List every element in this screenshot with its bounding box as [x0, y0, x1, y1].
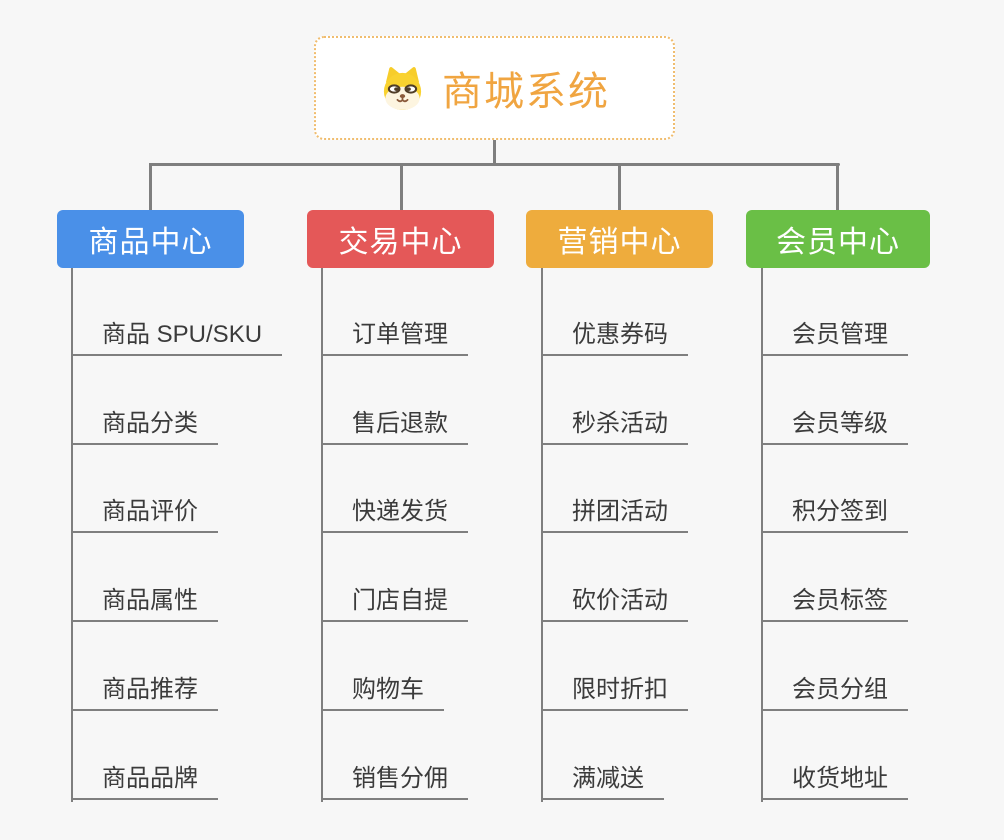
- leaf-node[interactable]: 砍价活动: [541, 578, 688, 622]
- leaf-node[interactable]: 购物车: [321, 667, 444, 711]
- branch-drop-line: [618, 163, 621, 210]
- leaf-node[interactable]: 门店自提: [321, 578, 468, 622]
- branch-bus-line: [149, 163, 840, 166]
- leaf-trunk-line: [321, 267, 323, 802]
- leaf-node[interactable]: 销售分佣: [321, 756, 468, 800]
- branch-node-product-center[interactable]: 商品中心: [57, 210, 244, 268]
- leaf-node[interactable]: 订单管理: [321, 312, 468, 356]
- root-connector-line: [493, 140, 496, 166]
- branch-node-transaction-center[interactable]: 交易中心: [307, 210, 494, 268]
- leaf-node[interactable]: 商品推荐: [71, 667, 218, 711]
- branch-node-member-center[interactable]: 会员中心: [746, 210, 930, 268]
- leaf-node[interactable]: 商品分类: [71, 401, 218, 445]
- leaf-trunk-line: [761, 267, 763, 802]
- leaf-node[interactable]: 会员管理: [761, 312, 908, 356]
- root-node-label: 商城系统: [442, 70, 610, 114]
- branch-node-marketing-center[interactable]: 营销中心: [526, 210, 713, 268]
- branch-drop-line: [836, 163, 839, 210]
- leaf-node[interactable]: 会员标签: [761, 578, 908, 622]
- leaf-node[interactable]: 快递发货: [321, 489, 468, 533]
- leaf-node[interactable]: 优惠券码: [541, 312, 688, 356]
- branch-drop-line: [149, 163, 152, 210]
- dog-face-icon: [383, 66, 422, 110]
- leaf-node[interactable]: 商品属性: [71, 578, 218, 622]
- leaf-node[interactable]: 收货地址: [761, 756, 908, 800]
- leaf-node[interactable]: 满减送: [541, 756, 664, 800]
- leaf-node[interactable]: 积分签到: [761, 489, 908, 533]
- leaf-node[interactable]: 商品评价: [71, 489, 218, 533]
- leaf-node[interactable]: 秒杀活动: [541, 401, 688, 445]
- branch-drop-line: [400, 163, 403, 210]
- branch-label: 营销中心: [557, 226, 682, 259]
- leaf-node[interactable]: 会员等级: [761, 401, 908, 445]
- leaf-trunk-line: [71, 267, 73, 802]
- leaf-node[interactable]: 商品品牌: [71, 756, 218, 800]
- leaf-node[interactable]: 拼团活动: [541, 489, 688, 533]
- leaf-trunk-line: [541, 267, 543, 802]
- root-node-mall-system[interactable]: 商城系统: [314, 36, 675, 140]
- branch-label: 商品中心: [88, 226, 213, 259]
- leaf-node[interactable]: 售后退款: [321, 401, 468, 445]
- leaf-node[interactable]: 限时折扣: [541, 667, 688, 711]
- leaf-node[interactable]: 会员分组: [761, 667, 908, 711]
- branch-label: 会员中心: [776, 226, 900, 259]
- leaf-node[interactable]: 商品 SPU/SKU: [71, 312, 283, 356]
- branch-label: 交易中心: [338, 226, 463, 259]
